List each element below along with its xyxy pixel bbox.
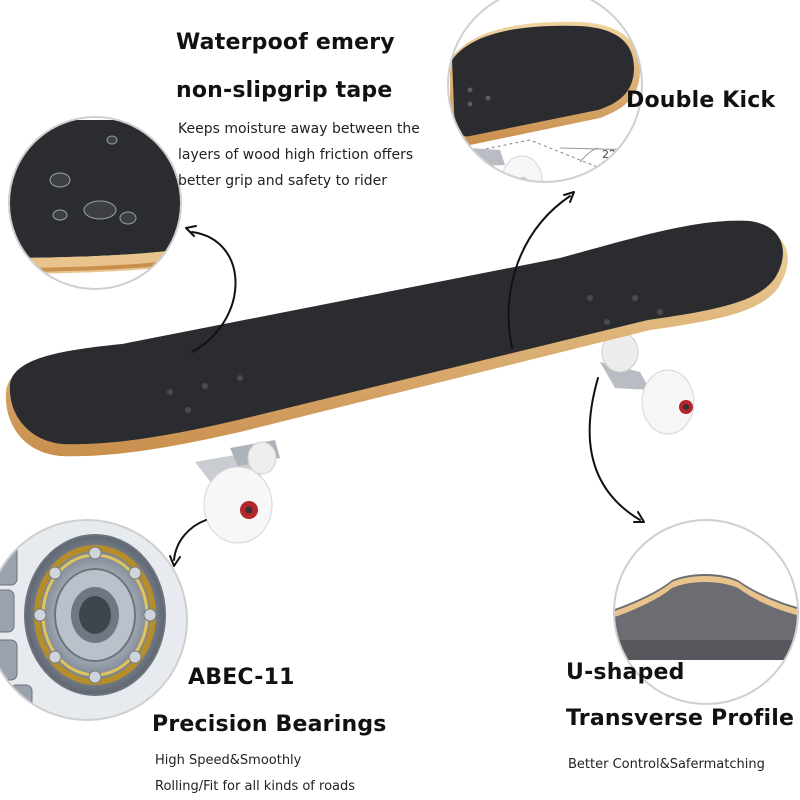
front-wheel: [203, 466, 273, 544]
grip-heading-line2: non-slipgrip tape: [176, 78, 393, 103]
rear-wheel: [641, 369, 695, 435]
grip-desc-line: Keeps moisture away between the: [178, 121, 420, 137]
deck-grip-tape: [9, 220, 783, 445]
grip-arrow-icon: [191, 231, 237, 353]
profile-inset: [613, 519, 799, 705]
bearing-desc-line: High Speed&Smoothly: [155, 753, 302, 768]
rear-truck: [600, 331, 695, 435]
deck-bolts: [167, 295, 663, 413]
main-skateboard: [5, 220, 788, 544]
bearing-desc-line: Rolling/Fit for all kinds of roads: [155, 779, 356, 794]
grip-desc-line: layers of wood high friction offers: [178, 147, 414, 163]
grip-desc-line: better grip and safety to rider: [178, 173, 388, 189]
bearing-heading-line1: ABEC-11: [188, 665, 295, 690]
bearing-arrow-icon: [173, 519, 207, 561]
water-droplets: [49, 135, 137, 225]
bearing-heading-line2: Precision Bearings: [152, 712, 387, 737]
bearing-description: High Speed&Smoothly Rolling/Fit for all …: [155, 748, 355, 800]
double-kick-heading: Double Kick: [626, 88, 776, 113]
profile-arrow-icon: [588, 377, 641, 521]
profile-heading-line2: Transverse Profile: [566, 706, 795, 731]
bearing-inset: [0, 519, 188, 721]
grip-tape-inset: [8, 116, 182, 290]
grip-heading-line1: Waterpoof emery: [176, 30, 395, 55]
front-truck: [195, 440, 280, 544]
profile-heading-line1: U-shaped: [566, 660, 685, 685]
profile-description: Better Control&Safermatching: [568, 757, 765, 772]
double-kick-inset: 22°: [447, 0, 643, 183]
kick-arrow-icon: [507, 195, 571, 349]
callout-arrows: [169, 191, 645, 567]
grip-description: Keeps moisture away between the layers o…: [178, 116, 420, 194]
